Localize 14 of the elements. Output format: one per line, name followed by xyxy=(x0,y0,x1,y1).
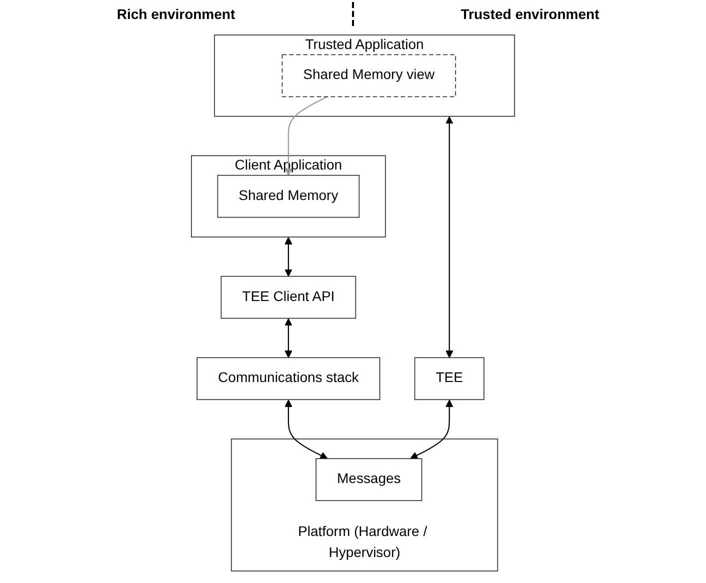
node-box: Messages xyxy=(316,458,422,502)
node-box: Shared Memory view xyxy=(282,54,456,98)
environment-heading: Trusted environment xyxy=(460,6,600,22)
node-box: Shared Memory xyxy=(217,174,360,218)
arrow xyxy=(446,116,454,358)
arrow xyxy=(284,236,292,277)
arrow xyxy=(284,400,328,459)
arrow xyxy=(284,96,328,176)
environment-heading: Rich environment xyxy=(116,6,236,22)
node-box: Communications stack xyxy=(196,357,380,400)
arrow xyxy=(284,318,292,358)
node-box: TEE Client API xyxy=(220,276,356,319)
arrow xyxy=(410,400,454,459)
node-box: TEE xyxy=(414,357,484,400)
